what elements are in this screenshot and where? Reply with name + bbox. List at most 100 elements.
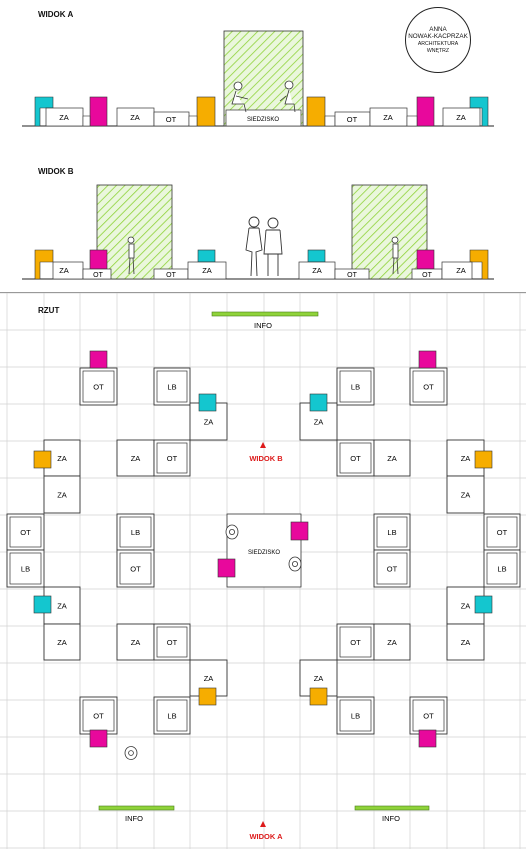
unit-inner-outline: [339, 442, 372, 474]
plan-unit-ot-bl: OT: [79, 696, 118, 735]
unit-inner-outline: [82, 370, 115, 403]
unit-outline: [373, 439, 411, 477]
unit-inner-outline: [9, 552, 42, 585]
orange-seat: [309, 687, 328, 706]
plan-unit-label: ZA: [131, 638, 141, 647]
plan-unit-ot-l: OT: [6, 513, 45, 551]
unit-outline: [116, 623, 155, 661]
plan-unit-label: ZA: [57, 491, 67, 500]
plan-unit-label: OT: [130, 565, 141, 574]
unit-inner-outline: [156, 370, 188, 403]
info-label-top: INFO: [254, 321, 272, 330]
za-box-a4: [442, 107, 481, 127]
unit-outline: [153, 623, 191, 661]
seat-bench: [225, 109, 302, 127]
plan-title: RZUT: [38, 306, 60, 315]
plan-unit-za-l4: ZA: [43, 623, 81, 661]
magenta-seat: [418, 350, 437, 369]
view-a-marker-icon: [260, 821, 266, 827]
unit-outline: [116, 549, 155, 588]
plan-unit-label: ZA: [461, 638, 471, 647]
plan-unit-label: ZA: [314, 674, 324, 683]
figure-right-small: [391, 236, 399, 275]
plan-unit-label: LB: [131, 528, 140, 537]
plan-unit-lb-b2: LB: [336, 696, 375, 735]
plan-unit-label: LB: [351, 383, 360, 392]
unit-inner-outline: [339, 626, 372, 658]
person-topdown-3: [124, 746, 138, 760]
view-b-label-za-3: ZA: [312, 266, 322, 275]
unit-outline: [43, 475, 81, 514]
plan-unit-ot-c1: OT: [153, 439, 191, 477]
unit-outline: [373, 513, 411, 551]
green-display-panel-left: [96, 184, 173, 280]
plan-unit-label: ZA: [57, 602, 67, 611]
plan-unit-label: OT: [20, 528, 31, 537]
view-b-label-ot-4: OT: [422, 272, 432, 279]
plan-unit-label: OT: [387, 565, 398, 574]
unit-outline: [336, 439, 375, 477]
unit-inner-outline: [119, 552, 152, 585]
plan-unit-za-l2: ZA: [43, 475, 81, 514]
plan-unit-ot-tr: OT: [409, 367, 448, 406]
plan-unit-za-c3: ZA: [116, 623, 155, 661]
plan-unit-label: LB: [167, 712, 176, 721]
cyan-seat: [309, 393, 328, 412]
orange-seat-a1: [196, 96, 216, 127]
logo-line-4: WNĘTRZ: [426, 47, 450, 54]
info-bar-right: [354, 805, 430, 811]
plan-unit-label: ZA: [204, 674, 214, 683]
view-a-label-za-1: ZA: [59, 113, 69, 122]
person-topdown-1: [225, 524, 239, 540]
unit-inner-outline: [412, 370, 445, 403]
unit-outline: [446, 623, 485, 661]
view-a-label-seat: SIEDZISKO: [247, 117, 279, 123]
unit-inner-outline: [119, 516, 152, 548]
plan-unit-label: ZA: [387, 638, 397, 647]
plan-unit-label: OT: [497, 528, 508, 537]
unit-outline: [79, 367, 118, 406]
plan-unit-ot-c2: OT: [336, 439, 375, 477]
plan-unit-za-c4: ZA: [373, 623, 411, 661]
cyan-seat-b2: [307, 249, 326, 263]
view-b-elevation: ZA OT OT ZA ZA OT OT ZA: [22, 184, 494, 280]
plan-unit-label: ZA: [461, 454, 471, 463]
plan-unit-label: LB: [387, 528, 396, 537]
view-a-elevation: ZA ZA OT SIEDZISKO OT ZA ZA: [22, 30, 494, 127]
unit-outline: [153, 367, 191, 406]
unit-outline: [373, 623, 411, 661]
view-a-label-za-4: ZA: [456, 113, 466, 122]
central-bench: [226, 513, 302, 588]
plan-unit-lb-l: LB: [6, 549, 45, 588]
plan-unit-label: OT: [93, 383, 104, 392]
plan-unit-label: ZA: [461, 491, 471, 500]
central-bench-label: SIEDZISKO: [248, 550, 280, 556]
unit-outline: [6, 549, 45, 588]
unit-outline: [373, 549, 411, 588]
view-b-label-ot-1: OT: [93, 272, 103, 279]
view-b-label-ot-3: OT: [347, 272, 357, 279]
view-a-title: WIDOK A: [38, 10, 74, 19]
plan-unit-label: OT: [167, 454, 178, 463]
unit-outline: [79, 696, 118, 735]
ot-box-b1: [82, 268, 112, 280]
unit-outline: [483, 513, 521, 551]
orange-seat: [474, 450, 493, 469]
unit-outline: [153, 439, 191, 477]
plan-unit-lb-t1: LB: [153, 367, 191, 406]
info-bar-left: [98, 805, 175, 811]
magenta-seat: [418, 729, 437, 748]
view-b-title: WIDOK B: [38, 167, 74, 176]
plan-unit-lb-b1: LB: [153, 696, 191, 735]
unit-outline: [153, 696, 191, 735]
plan-unit-za-c2: ZA: [373, 439, 411, 477]
plan-unit-label: ZA: [204, 418, 214, 427]
orange-seat: [198, 687, 217, 706]
view-b-label-ot-2: OT: [166, 272, 176, 279]
magenta-seat-b2: [416, 249, 435, 270]
unit-outline: [483, 549, 521, 588]
unit-inner-outline: [9, 516, 42, 548]
magenta-seat-a1: [89, 96, 108, 127]
